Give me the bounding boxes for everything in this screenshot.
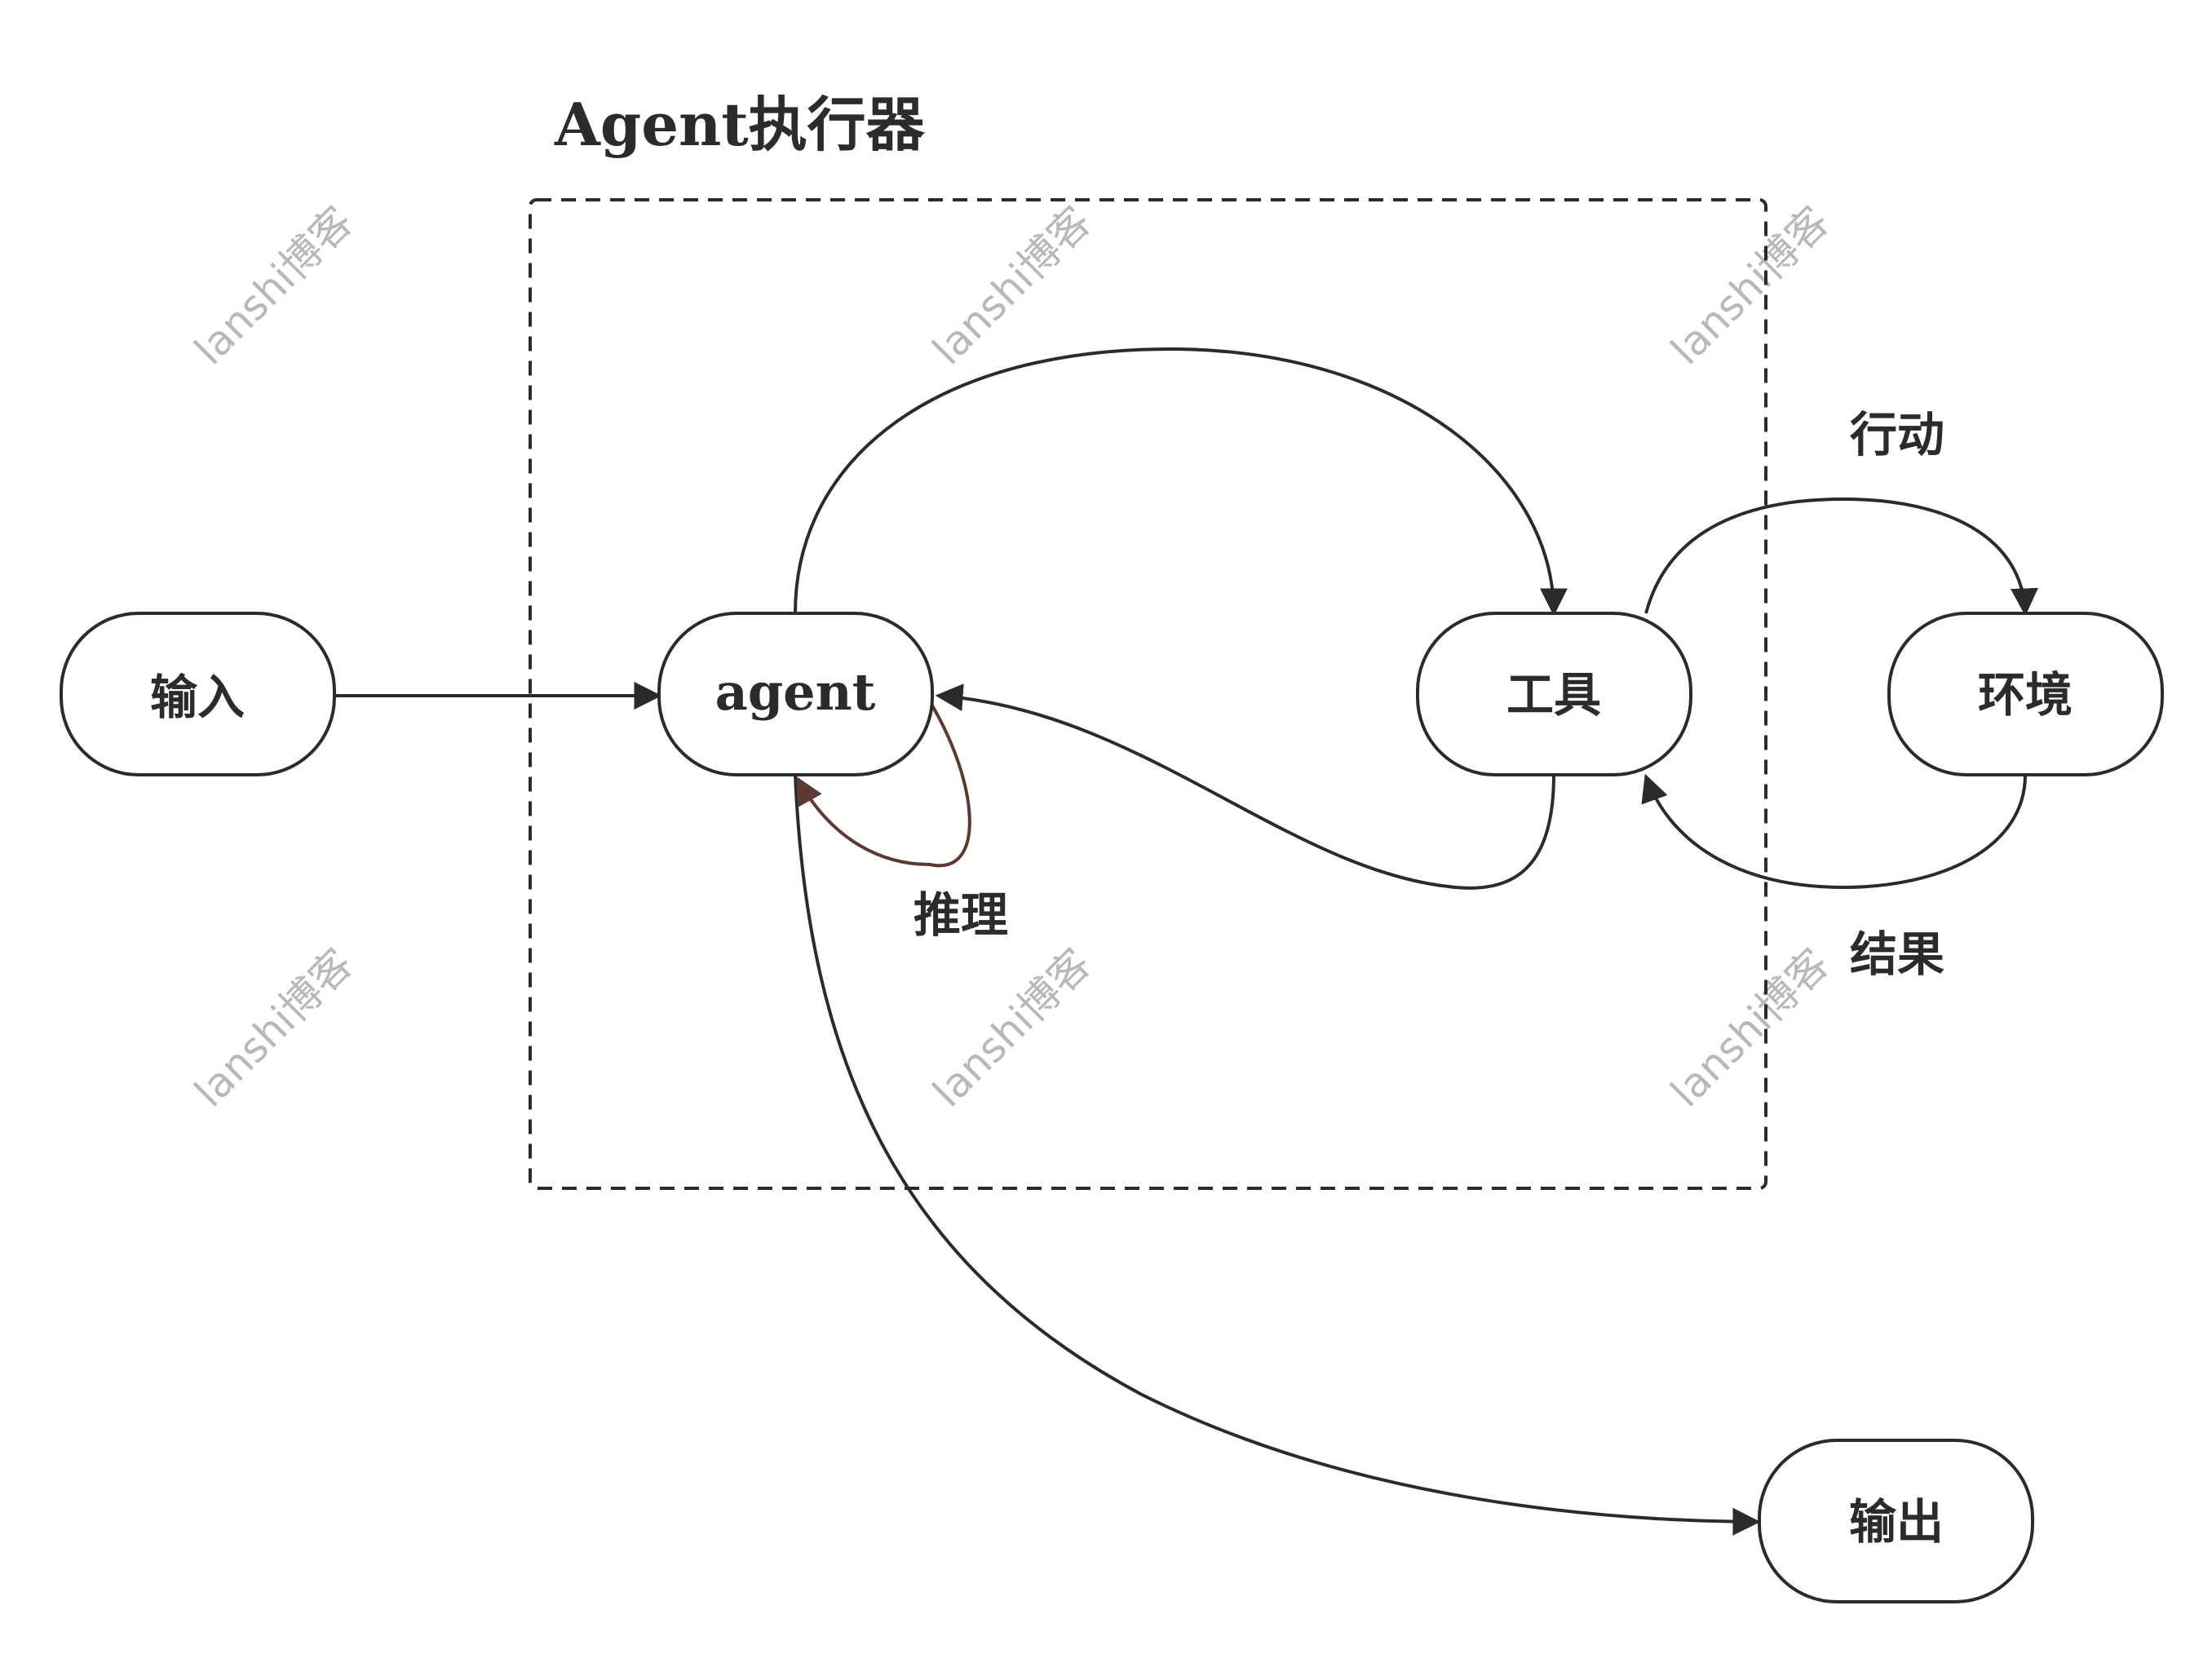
edge-env-to-tool bbox=[1641, 773, 2027, 890]
node-input-label: 输入 bbox=[150, 670, 245, 725]
node-input: 输入 bbox=[60, 612, 336, 776]
node-env-label: 环境 bbox=[1978, 667, 2073, 723]
container-title: Agent执行器 bbox=[554, 90, 926, 159]
edge-label-reasoning: 推理 bbox=[914, 887, 1008, 943]
node-env-shape bbox=[1887, 612, 2164, 776]
node-env: 环境 bbox=[1887, 612, 2164, 776]
node-output-label: 输出 bbox=[1849, 1494, 1944, 1550]
node-tool-label: 工具 bbox=[1506, 667, 1601, 723]
watermark-6: lanshi博客 bbox=[1661, 940, 1838, 1116]
executor-container bbox=[529, 198, 1767, 1190]
watermark-5: lanshi博客 bbox=[923, 940, 1099, 1116]
watermark-1: lanshi博客 bbox=[185, 197, 361, 374]
node-agent: agent bbox=[657, 612, 934, 776]
edge-tool-to-agent bbox=[935, 683, 1555, 890]
watermark-3: lanshi博客 bbox=[1661, 197, 1838, 374]
watermark-2: lanshi博客 bbox=[923, 197, 1099, 374]
edge-label-action: 行动 bbox=[1850, 407, 1944, 462]
edge-label-result: 结果 bbox=[1850, 927, 1944, 982]
watermark-4: lanshi博客 bbox=[185, 940, 361, 1116]
node-output-shape bbox=[1758, 1439, 2034, 1603]
edge-agent-to-output bbox=[794, 774, 1761, 1536]
edges bbox=[334, 347, 2038, 1536]
node-input-shape bbox=[60, 612, 336, 776]
node-tool: 工具 bbox=[1416, 612, 1692, 776]
edge-tool-to-env bbox=[1644, 497, 2038, 617]
edge-agent-to-tool bbox=[794, 347, 1568, 617]
edge-agent-self-loop bbox=[796, 700, 971, 868]
node-output: 输出 bbox=[1758, 1439, 2034, 1603]
node-agent-shape bbox=[657, 612, 934, 776]
node-agent-label: agent bbox=[715, 662, 876, 722]
node-tool-shape bbox=[1416, 612, 1692, 776]
